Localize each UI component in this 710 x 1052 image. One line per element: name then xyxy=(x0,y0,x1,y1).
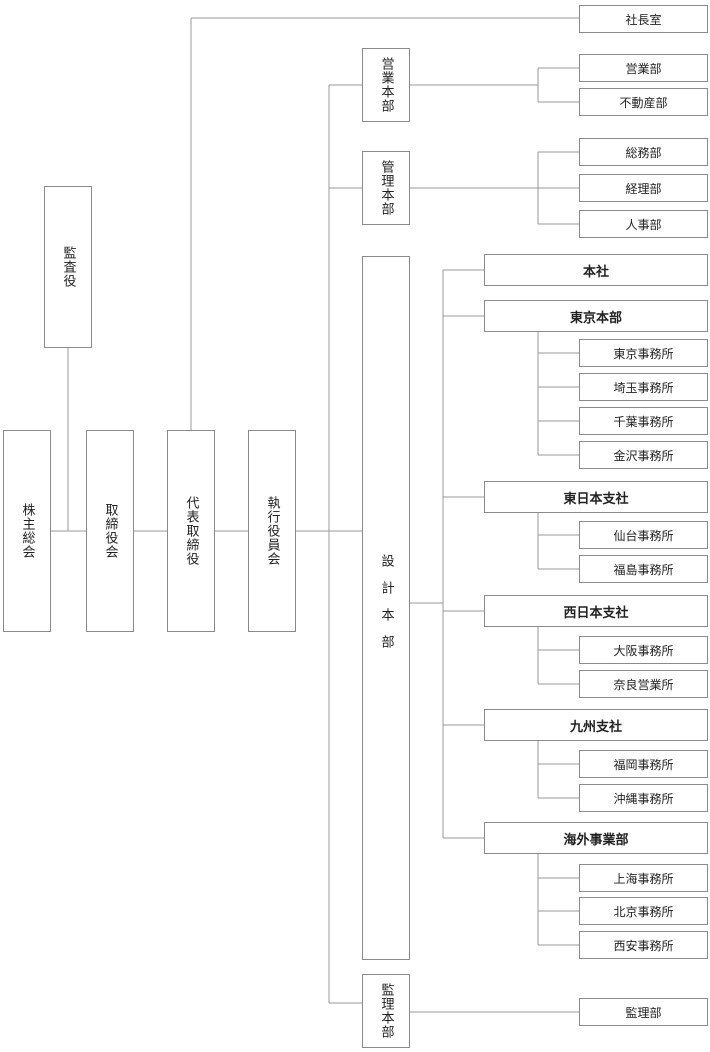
east-japan-branch-box: 東日本支社 xyxy=(484,481,708,513)
shanghai-office-box: 上海事務所 xyxy=(579,864,708,892)
saitama-office-label: 埼玉事務所 xyxy=(613,380,674,395)
sales-hq-box: 営業本部 xyxy=(362,48,410,122)
general-affairs-dept-box: 総務部 xyxy=(579,138,708,166)
chiba-office-box: 千葉事務所 xyxy=(579,407,708,435)
hr-dept-label: 人事部 xyxy=(625,217,662,232)
inspection-hq-label: 監理本部 xyxy=(378,983,394,1039)
shanghai-office-label: 上海事務所 xyxy=(613,871,674,886)
admin-hq-box: 管理本部 xyxy=(362,151,410,225)
kanazawa-office-box: 金沢事務所 xyxy=(579,441,708,469)
overseas-division-label: 海外事業部 xyxy=(563,832,629,848)
hr-dept-box: 人事部 xyxy=(579,210,708,238)
tokyo-hq-box: 東京本部 xyxy=(484,300,708,332)
fukushima-office-label: 福島事務所 xyxy=(613,562,674,577)
sales-dept-label: 営業部 xyxy=(625,61,662,76)
shareholders-meeting-box: 株主総会 xyxy=(3,430,51,632)
nara-sales-office-label: 奈良営業所 xyxy=(613,677,674,692)
auditor-label: 監査役 xyxy=(60,246,76,288)
shareholders-meeting-label: 株主総会 xyxy=(19,503,35,559)
fukushima-office-box: 福島事務所 xyxy=(579,555,708,583)
saitama-office-box: 埼玉事務所 xyxy=(579,373,708,401)
admin-hq-label: 管理本部 xyxy=(378,160,394,216)
sendai-office-label: 仙台事務所 xyxy=(613,528,674,543)
tokyo-hq-label: 東京本部 xyxy=(569,310,622,326)
overseas-division-box: 海外事業部 xyxy=(484,822,708,854)
design-hq-label: 設計本部 xyxy=(378,554,394,662)
tokyo-office-box: 東京事務所 xyxy=(579,339,708,367)
design-hq-box: 設計本部 xyxy=(362,256,410,960)
inspection-hq-box: 監理本部 xyxy=(362,974,410,1048)
nara-sales-office-box: 奈良営業所 xyxy=(579,670,708,698)
okinawa-office-box: 沖縄事務所 xyxy=(579,784,708,812)
inspection-dept-label: 監理部 xyxy=(625,1005,662,1020)
fukuoka-office-label: 福岡事務所 xyxy=(613,757,674,772)
okinawa-office-label: 沖縄事務所 xyxy=(613,791,674,806)
kyushu-branch-label: 九州支社 xyxy=(569,719,622,735)
executive-committee-box: 執行役員会 xyxy=(248,430,296,632)
sales-dept-box: 営業部 xyxy=(579,54,708,82)
beijing-office-box: 北京事務所 xyxy=(579,897,708,925)
real-estate-dept-label: 不動産部 xyxy=(619,95,668,110)
xian-office-label: 西安事務所 xyxy=(613,938,674,953)
osaka-office-box: 大阪事務所 xyxy=(579,636,708,664)
head-office-label: 本社 xyxy=(582,264,609,280)
osaka-office-label: 大阪事務所 xyxy=(613,643,674,658)
board-label: 取締役会 xyxy=(102,503,118,559)
east-japan-branch-label: 東日本支社 xyxy=(563,491,629,507)
ceo-box: 代表取締役 xyxy=(167,430,215,632)
tokyo-office-label: 東京事務所 xyxy=(613,346,674,361)
head-office-box: 本社 xyxy=(484,254,708,286)
board-box: 取締役会 xyxy=(86,430,134,632)
xian-office-box: 西安事務所 xyxy=(579,931,708,959)
accounting-dept-label: 経理部 xyxy=(625,181,662,196)
beijing-office-label: 北京事務所 xyxy=(613,904,674,919)
executive-committee-label: 執行役員会 xyxy=(264,496,280,566)
accounting-dept-box: 経理部 xyxy=(579,174,708,202)
fukuoka-office-box: 福岡事務所 xyxy=(579,750,708,778)
general-affairs-dept-label: 総務部 xyxy=(625,145,662,160)
auditor-box: 監査役 xyxy=(44,186,92,348)
president-office-box: 社長室 xyxy=(579,5,708,33)
real-estate-dept-box: 不動産部 xyxy=(579,88,708,116)
ceo-label: 代表取締役 xyxy=(183,496,199,566)
sendai-office-box: 仙台事務所 xyxy=(579,521,708,549)
chiba-office-label: 千葉事務所 xyxy=(613,414,674,429)
kyushu-branch-box: 九州支社 xyxy=(484,709,708,741)
kanazawa-office-label: 金沢事務所 xyxy=(613,448,674,463)
inspection-dept-box: 監理部 xyxy=(579,998,708,1026)
west-japan-branch-box: 西日本支社 xyxy=(484,595,708,627)
president-office-label: 社長室 xyxy=(625,12,662,27)
sales-hq-label: 営業本部 xyxy=(378,57,394,113)
west-japan-branch-label: 西日本支社 xyxy=(563,605,629,621)
